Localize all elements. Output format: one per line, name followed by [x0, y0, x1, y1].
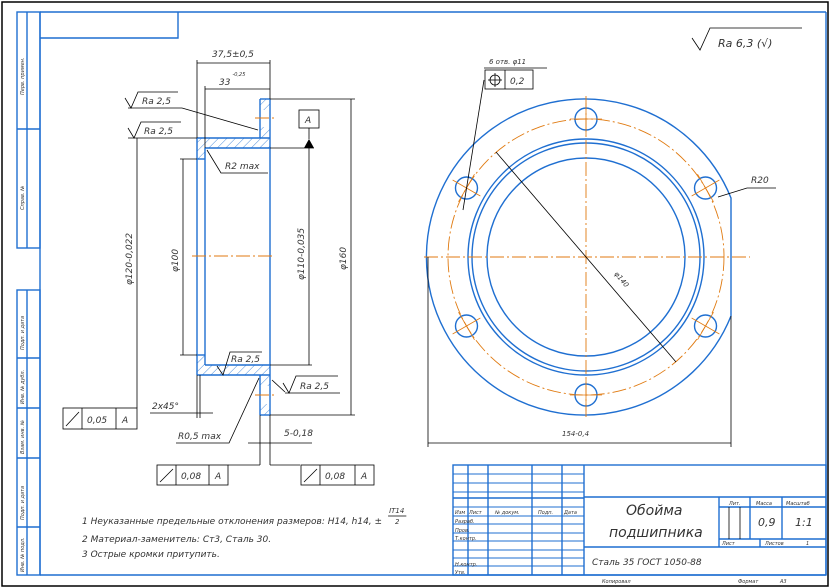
- position-tolerance: 0,2: [510, 77, 525, 87]
- tb-col-podp: Подп.: [538, 510, 553, 516]
- dim-width: 154-0,4: [562, 430, 589, 438]
- tb-lit-label: Лит.: [728, 501, 741, 507]
- holes-note: 6 отв. φ11: [489, 58, 526, 66]
- stamp-perv-primen: Перв. примен.: [20, 57, 26, 95]
- ra-top: Ra 2,5: [142, 97, 171, 107]
- drawing-title-line2: подшипника: [609, 525, 703, 541]
- radius-r20: R20: [751, 176, 769, 186]
- tb-col-list: Лист: [468, 510, 483, 516]
- general-roughness-text: Ra 6,3 (√): [718, 37, 772, 50]
- section-view: 37,5±0,5 33 -0,25 Ra 2,5 Ra 2,5 A R2 max…: [62, 50, 375, 486]
- material: Сталь 35 ГОСТ 1050-88: [592, 558, 702, 568]
- dim-d110: φ110-0,035: [297, 228, 307, 280]
- drawing-title-line1: Обойма: [626, 503, 682, 519]
- side-stamp-bottom: Подп. и дата Инв. № дубл. Взам. инв. № П…: [16, 289, 41, 576]
- general-roughness-symbol: Ra 6,3 (√): [691, 27, 802, 51]
- runout-1-value: 0,05: [87, 416, 107, 426]
- stamp-podp-data-2: Подп. и дата: [20, 486, 26, 520]
- tb-row-tkontr: Т.контр.: [455, 536, 477, 542]
- tb-row-prov: Пров.: [455, 528, 470, 534]
- stamp-vzam-inv: Взам. инв. №: [20, 420, 26, 454]
- tb-col-data: Дата: [563, 510, 577, 516]
- tb-copied: Копировал: [602, 579, 631, 585]
- hatch-top-flange: [260, 99, 270, 138]
- ra-mid: Ra 2,5: [144, 127, 173, 137]
- dim-thickness: 5-0,18: [284, 429, 313, 439]
- tb-format-label: Формат: [738, 579, 759, 585]
- front-view: 6 отв. φ11 0,2 R20 φ140 154-0,4: [424, 58, 776, 447]
- datum-label: A: [304, 116, 311, 126]
- chamfer: 2x45°: [152, 402, 179, 412]
- dim-length-33: 33: [219, 78, 231, 88]
- title-block: Изм Лист № докум. Подп. Дата Разраб. Про…: [452, 464, 827, 585]
- note-fraction-num: IT14: [389, 507, 404, 515]
- hole-center-mark: [697, 173, 714, 203]
- ra-bottom-inner: Ra 2,5: [231, 355, 260, 365]
- note-fraction-den: 2: [395, 518, 400, 526]
- tb-sheets-label: Листов: [764, 541, 784, 547]
- tb-sheet-label: Лист: [721, 541, 736, 547]
- dim-d160: φ160: [339, 247, 349, 270]
- note-3: 3 Острые кромки притупить.: [82, 550, 220, 560]
- scale-value: 1:1: [795, 516, 813, 529]
- stamp-podp-data-1: Подп. и дата: [20, 316, 26, 350]
- radius-r2: R2 max: [225, 162, 260, 172]
- runout-1-datum: A: [121, 416, 128, 426]
- stamp-sprav-no: Справ. №: [20, 186, 26, 210]
- tb-sheets-value: 1: [806, 541, 809, 547]
- tb-col-doc: № докум.: [494, 510, 520, 516]
- runout-tolerance-1: 0,05 A: [62, 375, 138, 430]
- stamp-inv-dubl: Инв. № дубл.: [20, 370, 26, 404]
- dim-bolt-circle: φ140: [612, 270, 630, 289]
- hole-center-mark: [458, 311, 475, 341]
- runout-tolerance-3: 0,08 A: [300, 464, 375, 486]
- runout-2-datum: A: [214, 472, 221, 482]
- tb-col-izm: Изм: [455, 510, 465, 516]
- tb-row-nkontr: Н.контр.: [455, 562, 477, 568]
- tb-mass-label: Масса: [756, 501, 772, 507]
- tb-scale-label: Масштаб: [786, 501, 810, 507]
- dim-d120: φ120-0,022: [125, 233, 135, 285]
- bolt-hole: [454, 314, 479, 338]
- dim-length-33-tol: -0,25: [232, 72, 245, 78]
- dim-d100: φ100: [171, 249, 181, 272]
- datum-triangle: [304, 139, 314, 148]
- hole-center-mark: [697, 311, 714, 341]
- side-stamp-top: Перв. примен. Справ. №: [16, 11, 41, 249]
- bolt-hole: [454, 176, 479, 200]
- tb-row-razrab: Разраб.: [455, 519, 475, 525]
- tb-row-utv: Утв.: [455, 570, 466, 576]
- runout-3-datum: A: [360, 472, 367, 482]
- note-1: 1 Неуказанные предельные отклонения разм…: [82, 517, 382, 527]
- bolt-hole: [693, 176, 718, 200]
- hatch-top-wall: [197, 138, 270, 159]
- hatch-bottom-flange: [260, 375, 270, 415]
- stamp-inv-podl: Инв. № подл.: [20, 538, 26, 573]
- runout-3-value: 0,08: [325, 472, 345, 482]
- mass-value: 0,9: [758, 516, 776, 529]
- outer-contour: [425, 98, 732, 416]
- dim-overall-length: 37,5±0,5: [212, 50, 254, 60]
- note-2: 2 Материал-заменитель: Ст3, Сталь 30.: [82, 535, 271, 545]
- tb-format-value: А3: [779, 579, 787, 585]
- ra-bottom-right: Ra 2,5: [300, 382, 329, 392]
- technical-notes: 1 Неуказанные предельные отклонения разм…: [82, 507, 407, 560]
- runout-tolerance-2: 0,08 A: [156, 464, 229, 486]
- runout-2-value: 0,08: [181, 472, 201, 482]
- bolt-hole: [693, 314, 718, 338]
- radius-r05: R0,5 max: [178, 432, 222, 442]
